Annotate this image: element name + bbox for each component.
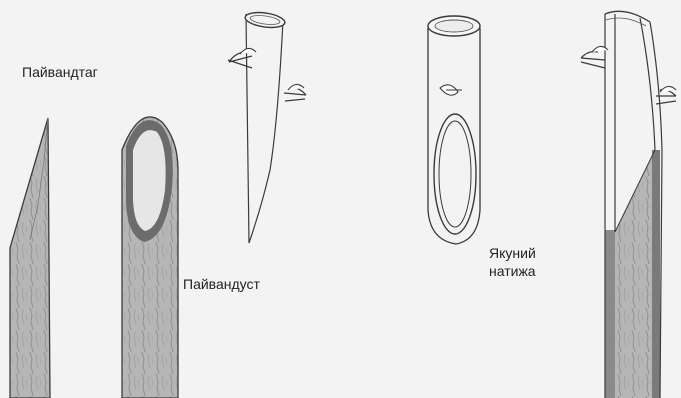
result-label: Якуний натижа	[489, 245, 536, 280]
result-graft-drawing	[581, 11, 676, 398]
scion-label: Пайвандуст	[183, 276, 260, 294]
rootstock-cut-surface-drawing	[122, 117, 178, 398]
scion-drawing	[228, 10, 306, 243]
result-label-line1: Якуний	[489, 245, 536, 263]
scion-oval-cut-drawing	[428, 16, 480, 244]
rootstock-label: Пайвандтаг	[22, 64, 98, 82]
result-label-line2: натижа	[489, 263, 536, 281]
rootstock-wedge-drawing	[10, 118, 50, 398]
